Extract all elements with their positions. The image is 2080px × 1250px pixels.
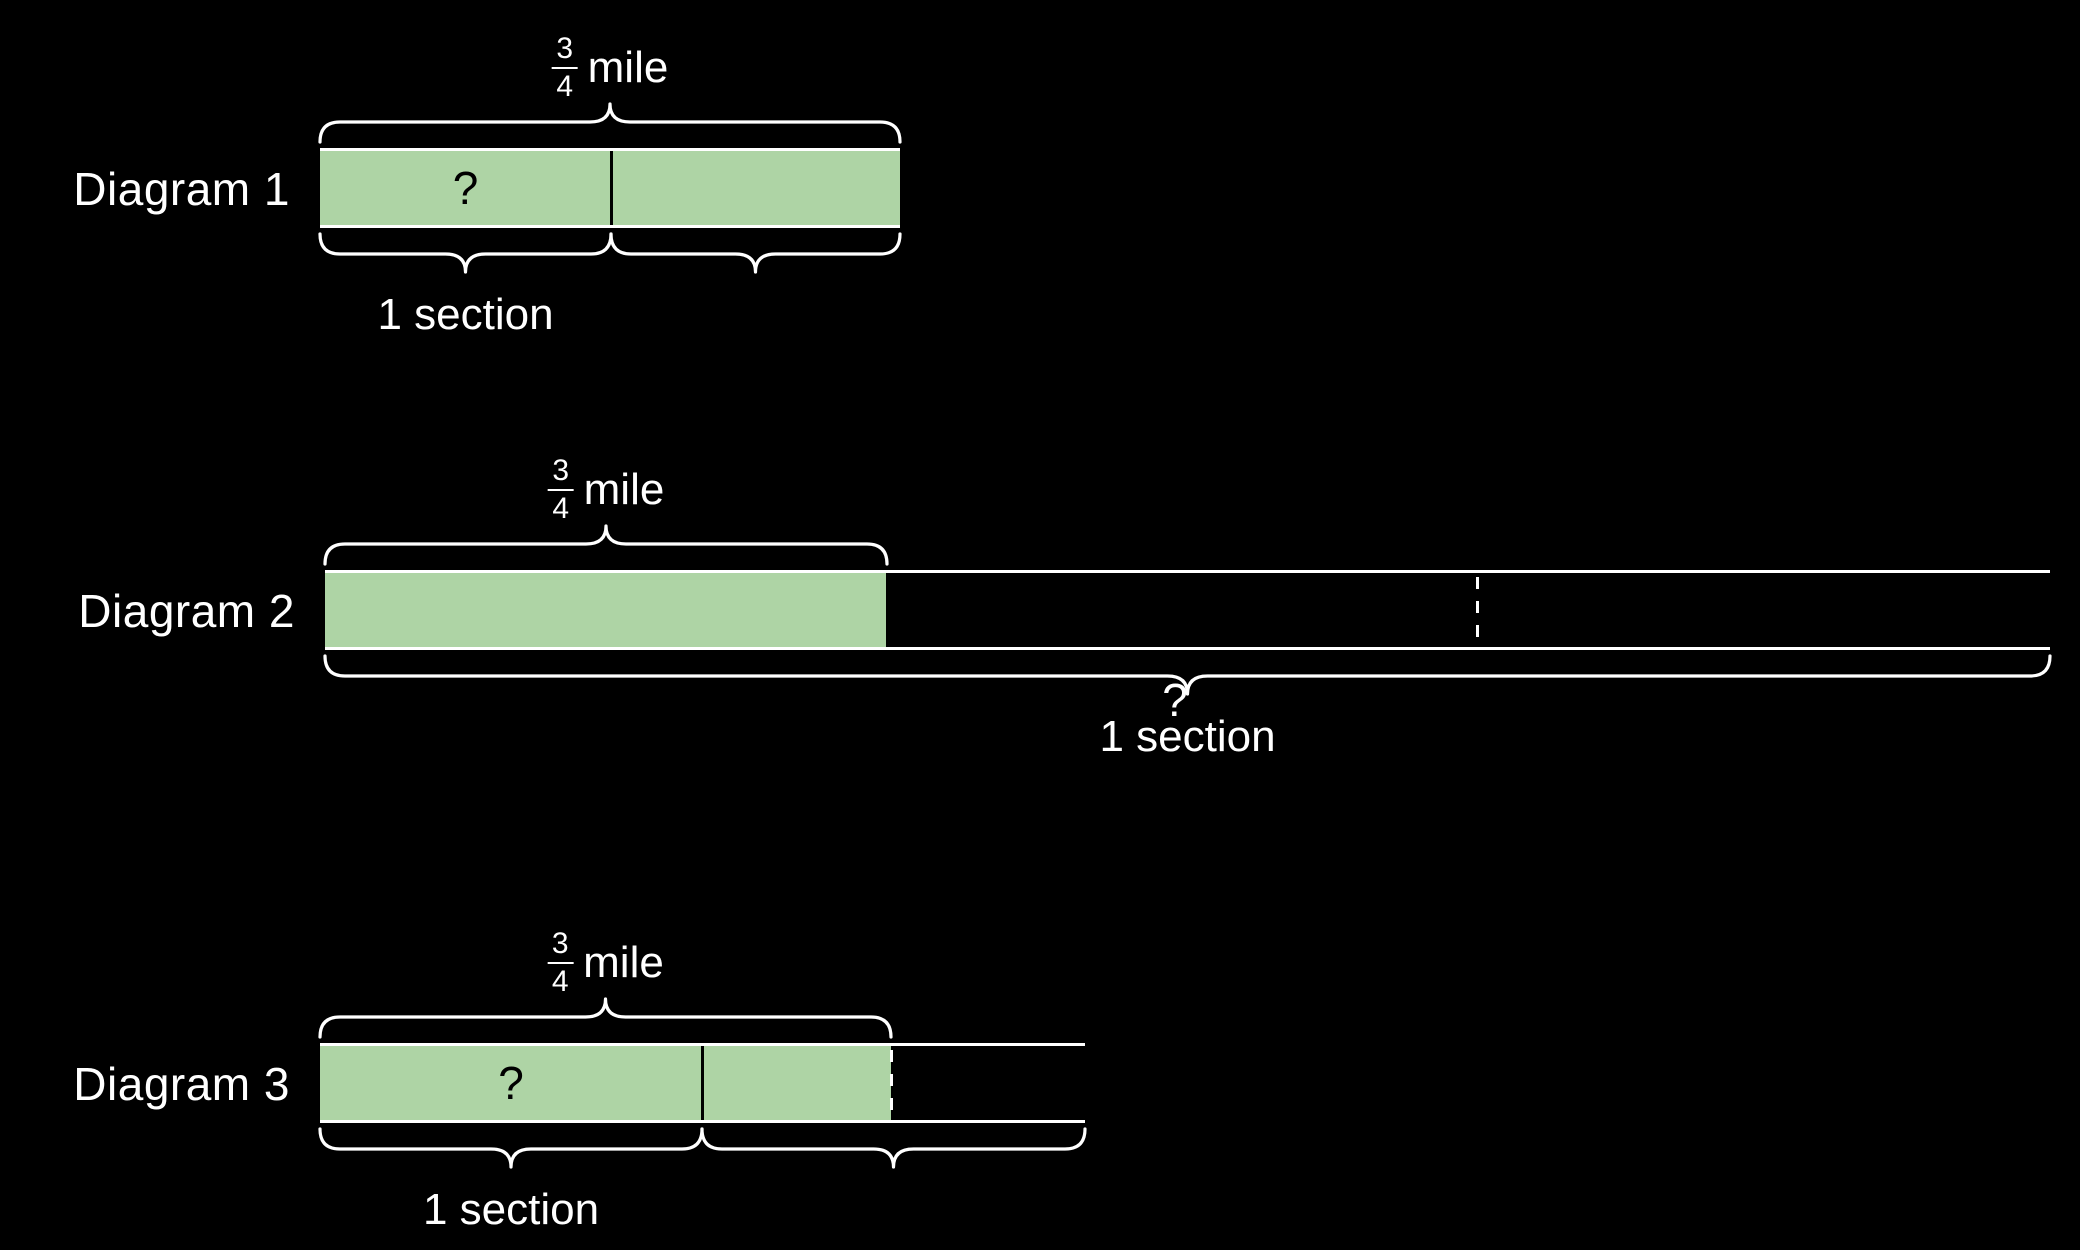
- tape-divider-1-1: [610, 151, 613, 225]
- bottom-brace-3-1: [318, 1127, 704, 1169]
- fraction-denominator: 4: [552, 491, 569, 525]
- fraction-denominator: 4: [551, 964, 569, 998]
- tape-divider-3-1: [701, 1046, 704, 1120]
- fraction-bar: [547, 488, 574, 491]
- bottom-brace-1-1: [318, 232, 613, 274]
- tape-segment-1-1: [320, 151, 611, 225]
- tape-dashed-divider-2-1: [1476, 577, 1479, 643]
- tape-segment-3-2: [702, 1046, 891, 1120]
- section-caption-3-1: 1 section: [422, 1185, 600, 1234]
- fraction-bar: [551, 66, 578, 69]
- bottom-brace-2-1: [323, 654, 2052, 696]
- top-brace-3: [318, 997, 893, 1039]
- fraction-unit: mile: [583, 937, 664, 987]
- tape-segment-2-2: [887, 573, 2050, 647]
- tape-bar-2: [325, 570, 2050, 650]
- top-brace-2: [323, 524, 889, 566]
- tape-bar-1: [320, 148, 900, 228]
- tape-divider-2-1: [886, 573, 889, 647]
- inner-question-mark-2: ?: [1162, 674, 1188, 726]
- fraction-numerator: 3: [552, 454, 569, 487]
- section-caption-1-1: 1 section: [377, 290, 554, 339]
- diagram-row-label-2: Diagram 2: [78, 585, 295, 637]
- tape-segment-2-1: [325, 573, 887, 647]
- bottom-brace-1-2: [609, 232, 902, 274]
- tape-segment-1-2: [611, 151, 900, 225]
- tape-segment-3-1: [320, 1046, 702, 1120]
- diagram-row-label-1: Diagram 1: [73, 163, 290, 215]
- top-brace-1: [318, 102, 902, 144]
- segment-question-mark-3-1: ?: [498, 1057, 524, 1109]
- tape-segment-3-3: [891, 1046, 1085, 1120]
- tape-bar-3: [320, 1043, 1085, 1123]
- fraction-numerator: 3: [551, 927, 569, 960]
- tape-dashed-divider-3-1: [890, 1050, 893, 1116]
- section-caption-2-1: 1 section: [1099, 712, 1276, 761]
- fraction-bar: [547, 961, 574, 964]
- bottom-brace-3-2: [700, 1127, 1087, 1169]
- fraction-denominator: 4: [556, 69, 573, 103]
- fraction-unit: mile: [583, 464, 665, 514]
- diagram-row-label-3: Diagram 3: [73, 1058, 290, 1110]
- fraction-unit: mile: [587, 42, 669, 92]
- fraction-numerator: 3: [556, 32, 573, 65]
- segment-question-mark-1-1: ?: [452, 162, 479, 214]
